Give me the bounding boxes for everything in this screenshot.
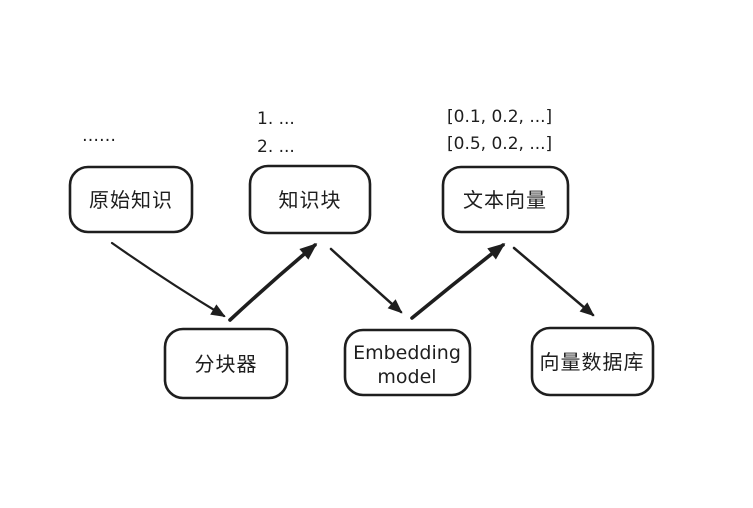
node-text-vectors-box — [441, 165, 570, 234]
node-vector-database: 向量数据库 — [530, 326, 655, 397]
node-knowledge-chunks: 知识块 — [248, 164, 372, 235]
edge-text-vectors-to-vector-database — [512, 246, 595, 317]
node-raw-knowledge: 原始知识 — [68, 165, 194, 234]
node-text-vectors-label: 文本向量 — [463, 188, 547, 212]
node-raw-knowledge-label: 原始知识 — [89, 188, 173, 212]
node-raw-knowledge-box — [68, 165, 194, 234]
node-chunker-label: 分块器 — [195, 352, 258, 376]
node-embedding-model-label-line-1: Embedding — [353, 342, 461, 364]
chunks-note-line-2: 2. ... — [257, 137, 295, 157]
node-chunker: 分块器 — [163, 327, 289, 400]
node-vector-database-label: 向量数据库 — [540, 350, 645, 374]
chunks-note-line-1: 1. ... — [257, 109, 295, 129]
node-chunker-box — [163, 327, 289, 400]
edge-raw-knowledge-to-chunker — [110, 241, 226, 318]
edge-chunker-to-knowledge-chunks — [228, 243, 318, 322]
vectors-note-line-1: [0.1, 0.2, ...] — [447, 107, 552, 127]
edge-embedding-model-to-text-vectors — [410, 243, 506, 320]
node-embedding-model: Embedding model — [343, 328, 472, 397]
vectors-note-line-2: [0.5, 0.2, ...] — [447, 134, 552, 154]
node-vector-database-box — [530, 326, 655, 397]
node-embedding-model-box — [343, 328, 472, 397]
node-embedding-model-label-line-2: model — [377, 366, 436, 388]
raw-knowledge-note: …… — [82, 126, 116, 146]
node-knowledge-chunks-box — [248, 164, 372, 235]
node-text-vectors: 文本向量 — [441, 165, 570, 234]
node-knowledge-chunks-label: 知识块 — [279, 188, 342, 212]
edge-knowledge-chunks-to-embedding-model — [329, 247, 403, 314]
